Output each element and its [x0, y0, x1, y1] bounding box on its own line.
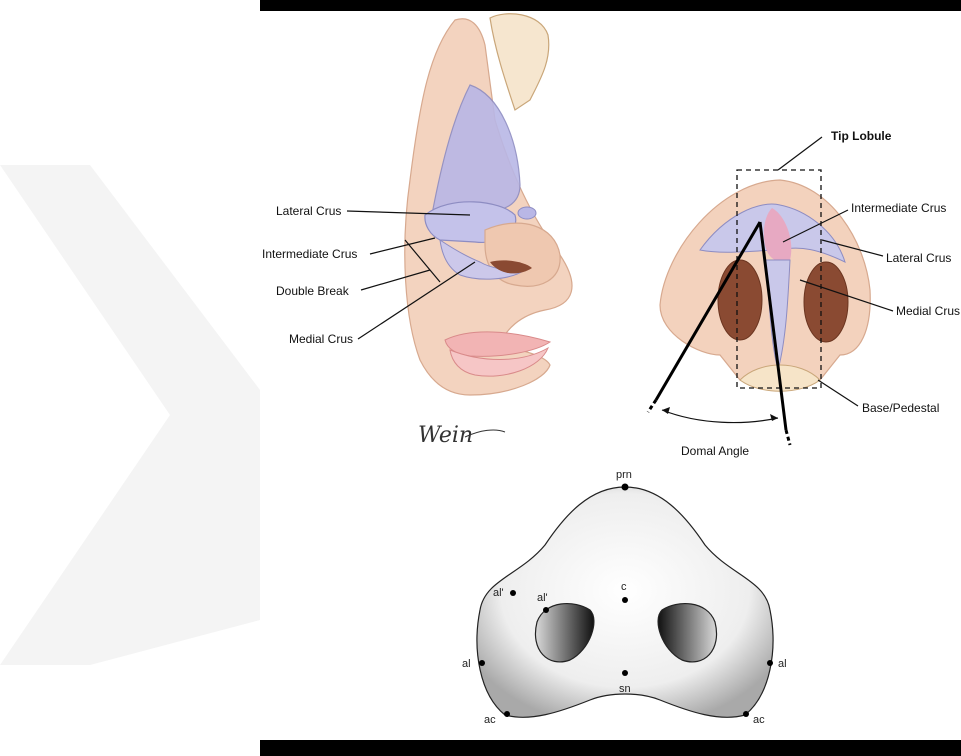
label-domal-angle: Domal Angle: [681, 444, 749, 458]
label-medial-crus-basal: Medial Crus: [896, 304, 960, 318]
label-double-break: Double Break: [276, 284, 350, 298]
landmark-al-left: al: [462, 658, 471, 670]
landmark-prn: prn: [616, 469, 632, 481]
point-al-prime-outer: [510, 590, 516, 596]
point-al-right: [767, 660, 773, 666]
label-intermediate-crus-basal: Intermediate Crus: [851, 201, 946, 215]
point-ac-right: [743, 711, 749, 717]
point-ac-left: [504, 711, 510, 717]
point-al-prime-inner: [543, 607, 549, 613]
label-lateral-crus-basal: Lateral Crus: [886, 251, 951, 265]
label-tip-lobule: Tip Lobule: [831, 129, 892, 143]
label-base-pedestal: Base/Pedestal: [862, 401, 939, 415]
point-prn: [622, 484, 629, 491]
landmark-sn: sn: [619, 683, 631, 695]
label-intermediate-crus-side: Intermediate Crus: [262, 247, 357, 261]
label-lateral-crus-side: Lateral Crus: [276, 204, 341, 218]
landmark-c: c: [621, 581, 627, 593]
label-medial-crus-side: Medial Crus: [289, 332, 353, 346]
artist-signature: Wein: [418, 423, 473, 448]
point-sn: [622, 670, 628, 676]
landmark-ac-left: ac: [484, 714, 496, 726]
point-al-left: [479, 660, 485, 666]
basal-view-illustration: [660, 180, 870, 391]
landmark-ac-right: ac: [753, 714, 765, 726]
landmark-al-prime-inner: al': [537, 592, 548, 604]
landmark-al-prime-outer: al': [493, 587, 504, 599]
side-view-illustration: Wein: [405, 14, 572, 448]
point-c: [622, 597, 628, 603]
landmark-al-right: al: [778, 658, 787, 670]
